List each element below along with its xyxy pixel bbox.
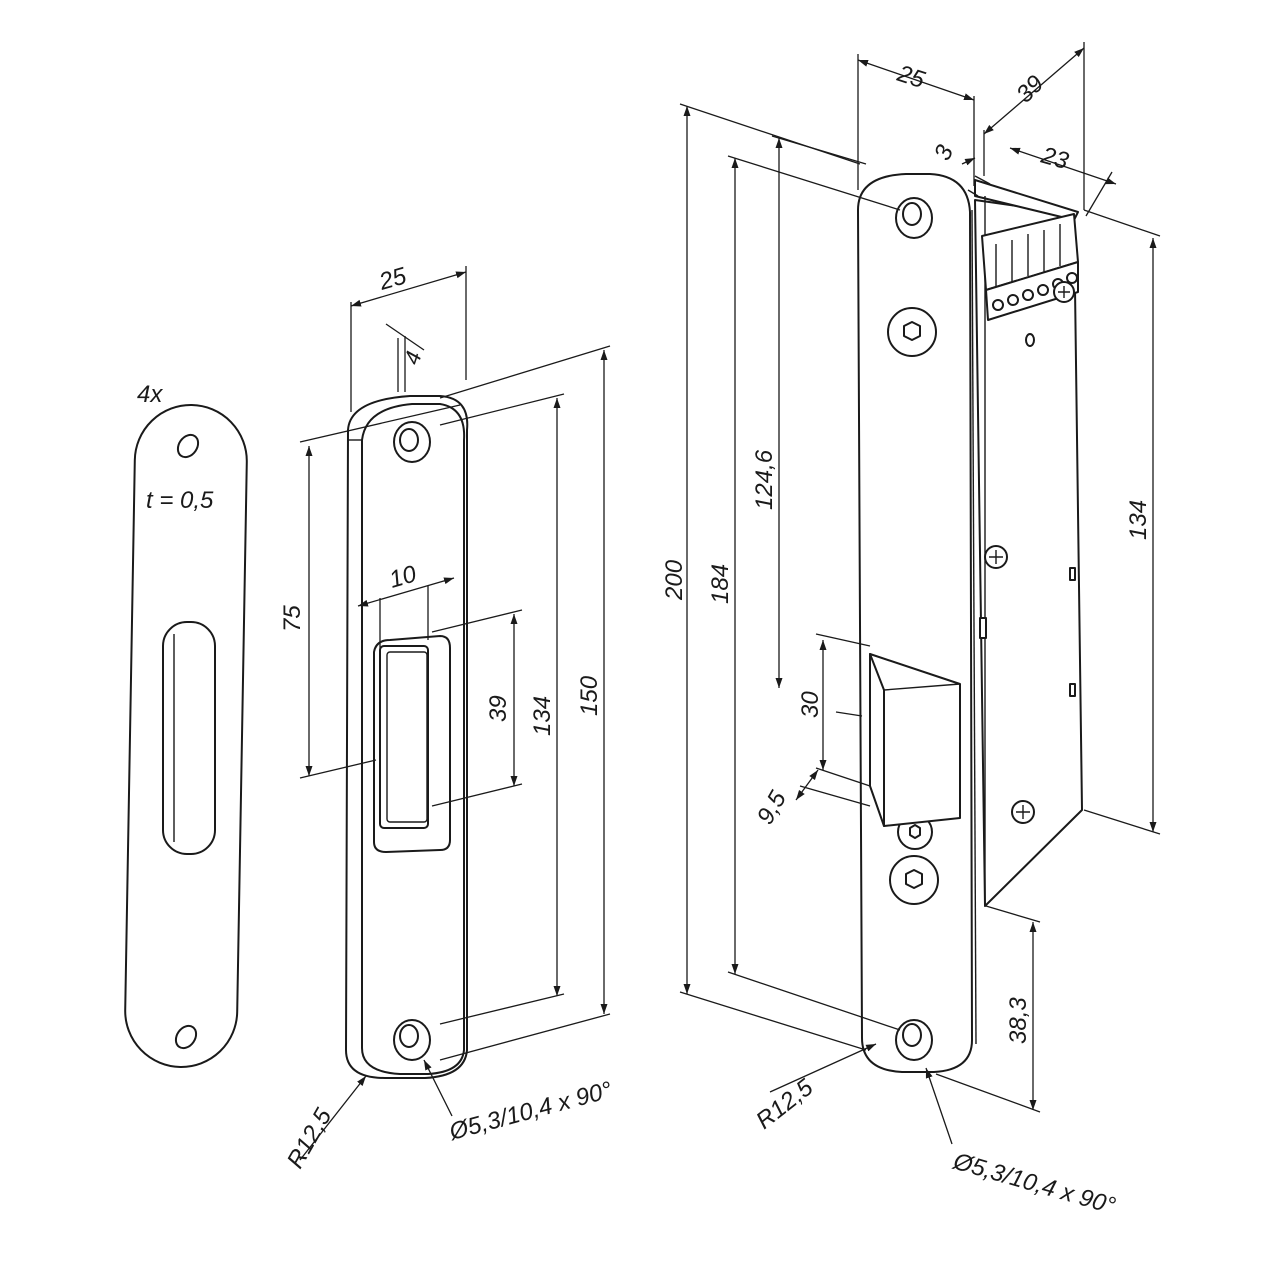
strike-to-slot-label: 75 [279,605,306,632]
faceplate-top-hole [902,202,922,226]
latch-bolt-face [869,653,885,827]
terminal-screw [1007,294,1019,306]
dim-ext [1085,171,1113,217]
lock-hole-label: Ø5,3/10,4 x 90° [949,1148,1118,1220]
strike-radius-label: R12,5 [282,1103,338,1173]
lock-hole-spacing-label: 184 [707,564,734,604]
dim-line-strike-width [350,271,467,307]
dim-ext [431,783,523,807]
strike-width-label: 25 [375,262,410,296]
lock-latch-height-label: 30 [797,691,824,718]
leader-lock-hole [925,1067,953,1145]
dim-ext [299,759,377,779]
cover-plate [124,404,248,1068]
latch-bolt-edge [883,683,961,691]
dim-ext [431,609,523,633]
faceplate-edge [971,209,977,1045]
terminal-screw [1066,272,1078,284]
housing-screw-cross [1016,805,1030,819]
terminal-screw [1037,284,1049,296]
lock-body-height-label: 134 [1125,500,1152,540]
dim-ext [439,393,565,426]
housing-slot [1069,567,1076,581]
plate-quantity-label: 4x [137,381,163,408]
housing-small-hole [1025,333,1035,347]
lock-dimensions [679,42,1161,1145]
dim-ext [799,785,871,807]
terminal-block [981,213,1079,321]
faceplate-bottom-hole [902,1023,922,1047]
dim-ext [771,135,867,165]
dim-ext [727,971,901,1031]
plate-thickness-label: t = 0,5 [146,487,214,514]
housing-screw-cross [989,550,1003,564]
leader-strike-radius [299,1075,367,1161]
strike-plate [345,395,469,1079]
lock-body-depth-label: 23 [1037,142,1072,176]
dim-ext [985,905,1041,923]
strike-slot-height-label: 39 [485,695,512,722]
strike-length-label: 150 [576,675,603,716]
lock-faceplate [857,173,973,1073]
housing-slot [979,617,987,639]
dim-ext [679,103,861,165]
dim-ext [727,155,901,211]
dim-ext [815,633,871,647]
dim-ext [1083,809,1161,835]
leader-lock-radius [769,1043,877,1093]
lock-plate-thickness-label: 3 [929,140,959,164]
housing-screw-cross [1058,286,1070,298]
dim-ext [439,345,611,399]
dim-ext [439,993,565,1025]
strike-bottom-hole [399,1024,419,1048]
housing-slot [1069,683,1076,697]
strike-hole-spacing-label: 134 [529,696,556,736]
terminal-screw [992,299,1004,311]
dim-ext [815,767,871,787]
strike-slot-inner [386,651,428,823]
lock-depth-label: 39 [1011,70,1049,108]
dim-ext [1083,209,1161,237]
hex-socket-icon [909,824,921,839]
dim-ext [439,1013,611,1061]
dim-line-lock-depth [983,47,1085,135]
lock-radius-label: R12,5 [751,1074,819,1135]
hex-socket-icon [903,321,921,341]
dim-tick [835,711,863,717]
dim-ext [679,991,867,1051]
strike-top-hole [399,428,419,452]
lock-body [857,173,1083,1073]
lock-width-label: 25 [893,60,928,94]
cover-plate-bottom-hole [174,1024,198,1050]
strike-slot [379,645,429,829]
strike-hole-label: Ø5,3/10,4 x 90° [446,1076,616,1146]
lock-length-label: 200 [661,559,688,601]
cover-plate-slot [162,621,216,855]
faceplate-edge [967,189,979,197]
dim-line-lock-latch-offset [795,769,819,801]
cover-plate-top-hole [176,433,200,459]
dim-line-lock-body-depth [1009,147,1117,185]
dim-line-strike-slot-width [357,577,455,607]
dim-line-lock-width [857,59,975,101]
lock-to-latch-label: 124,6 [751,449,778,510]
lock-latch-offset-label: 9,5 [752,786,792,829]
lock-bottom-offset-label: 38,3 [1005,997,1032,1044]
hex-socket-icon [905,869,923,889]
strike-offset-label: 4 [399,348,427,367]
lock-housing-edge [974,175,991,185]
dim-ext [299,404,461,443]
dim-ext [935,1073,1041,1113]
leader-strike-hole [423,1059,453,1117]
strike-dimensions [299,266,611,1161]
terminal-screw [1022,289,1034,301]
dim-line-lock-plate [961,157,976,166]
